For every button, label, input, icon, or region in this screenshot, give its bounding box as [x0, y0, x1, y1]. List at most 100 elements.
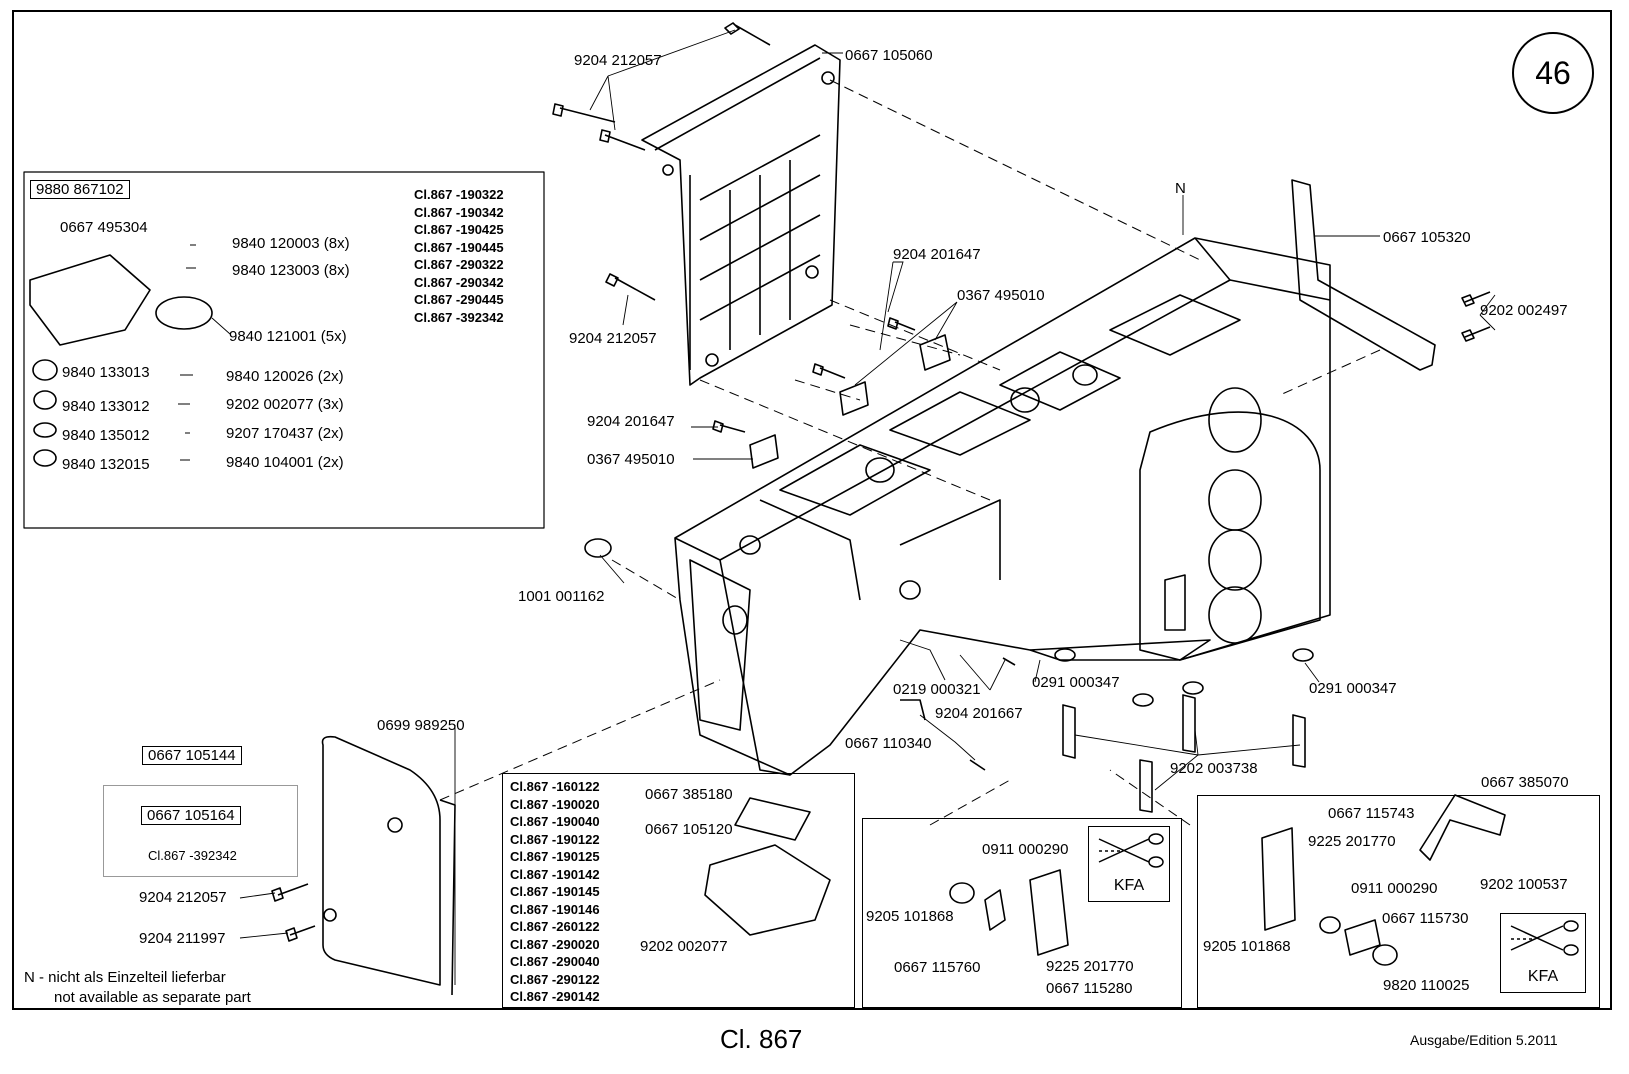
washer — [1054, 648, 1076, 662]
plug-133013 — [32, 359, 58, 381]
explosion-lines — [439, 79, 1381, 826]
bracket-kfa2 — [1261, 827, 1296, 931]
oil-pan-part: 0667 105120 — [645, 821, 733, 838]
callout-0667-110340: 0667 110340 — [845, 735, 932, 752]
kfa1-part: 9225 201770 — [1046, 958, 1134, 975]
kit-item: 9840 120026 (2x) — [226, 368, 344, 385]
callout-0667-105164: 0667 105164 — [141, 806, 241, 825]
bracket-kfa1 — [1029, 869, 1069, 956]
note-german: N - nicht als Einzelteil lieferbar — [24, 969, 226, 986]
kit-item: 9207 170437 (2x) — [226, 425, 344, 442]
oil-pan-class: Cl.867 -160122 — [510, 779, 600, 794]
kfa1-part: 0667 115760 — [894, 959, 981, 976]
kit-class-list: Cl.867 -190322 Cl.867 -190342 Cl.867 -19… — [414, 186, 504, 326]
callout-9204-212057-cover: 9204 212057 — [139, 889, 227, 906]
kfa-badge-2: KFA — [1500, 913, 1586, 993]
bushing-kfa1 — [984, 889, 1006, 931]
oil-pan-small — [29, 254, 151, 346]
kfa-badge-1: KFA — [1088, 826, 1170, 902]
kit-class: Cl.867 -290322 — [414, 257, 504, 272]
callout-n-marker: N — [1175, 180, 1186, 197]
footer-class-title: Cl. 867 — [720, 1024, 803, 1054]
kit-item: 9840 133013 — [62, 364, 150, 381]
bolt — [1139, 759, 1153, 813]
top-cover-plate — [641, 44, 841, 386]
washer — [1182, 681, 1204, 695]
callout-9202-003738: 9202 003738 — [1170, 760, 1258, 777]
kfa-label-2: KFA — [1527, 968, 1559, 985]
kit-class: Cl.867 -190342 — [414, 204, 504, 220]
kfa2-part: 0911 000290 — [1351, 880, 1438, 897]
kit-box-frame — [23, 171, 545, 529]
kit-item: 0667 495304 — [60, 219, 148, 236]
callout-0667-105060: 0667 105060 — [845, 47, 933, 64]
kfa-box-2 — [1197, 795, 1600, 1008]
kfa2-part: 0667 115743 — [1328, 805, 1415, 822]
bolt — [1182, 694, 1196, 753]
oil-pan-class: Cl.867 -190040 — [510, 814, 600, 829]
callout-0667-105320: 0667 105320 — [1383, 229, 1471, 246]
oil-pan-class: Cl.867 -290122 — [510, 971, 600, 987]
bushing-kfa2 — [1344, 919, 1381, 956]
callout-0219-000321: 0219 000321 — [893, 681, 981, 698]
kit-class: Cl.867 -392342 — [414, 309, 504, 325]
variant-class-label: Cl.867 -392342 — [148, 848, 237, 863]
kit-item: 9840 121001 (5x) — [229, 328, 347, 345]
screws — [271, 22, 1491, 942]
callout-9204-212057-mid: 9204 212057 — [569, 330, 657, 347]
oil-pan-class: Cl.867 -290040 — [510, 954, 600, 969]
bracket-plate — [1291, 179, 1436, 371]
kit-item: 9202 002077 (3x) — [226, 396, 344, 413]
lever-kfa2 — [1419, 794, 1506, 861]
oil-pan-class: Cl.867 -290020 — [510, 936, 600, 952]
kit-item: 9840 120003 (8x) — [232, 235, 350, 252]
kfa1-part: 0911 000290 — [982, 841, 1069, 858]
kit-box-title: 9880 867102 — [30, 180, 130, 199]
kfa2-part: 0667 115730 — [1382, 910, 1469, 927]
kit-item: 9840 132015 — [62, 456, 150, 473]
oil-pan-class: Cl.867 -190125 — [510, 849, 600, 864]
washer — [1292, 648, 1314, 662]
oil-pan-class: Cl.867 -260122 — [510, 919, 600, 934]
callout-0291-000347-a: 0291 000347 — [1032, 674, 1120, 691]
kit-class: Cl.867 -290445 — [414, 292, 504, 307]
kit-class: Cl.867 -190425 — [414, 222, 504, 237]
plug-132015 — [33, 449, 57, 467]
clamp — [839, 381, 869, 416]
scissors-icon — [1510, 920, 1579, 956]
callout-9204-201647-b: 9204 201647 — [587, 413, 675, 430]
oil-pan-part: 9202 002077 — [640, 938, 728, 955]
callout-0367-495010-a: 0367 495010 — [957, 287, 1045, 304]
oil-pan-class-list: Cl.867 -160122 Cl.867 -190020 Cl.867 -19… — [510, 778, 600, 1006]
page-number-badge: 46 — [1512, 32, 1594, 114]
kfa-box-1 — [862, 818, 1182, 1008]
callout-0367-495010-b: 0367 495010 — [587, 451, 675, 468]
kfa2-part: 9225 201770 — [1308, 833, 1396, 850]
kfa1-part: 9205 101868 — [866, 908, 954, 925]
leader-lines — [178, 29, 1496, 985]
kit-class: Cl.867 -190445 — [414, 239, 504, 255]
footer-edition: Ausgabe/Edition 5.2011 — [1410, 1032, 1558, 1048]
cable-tie — [155, 296, 213, 330]
variant-box — [103, 785, 298, 877]
callout-9204-211997: 9204 211997 — [139, 930, 226, 947]
clamp — [749, 434, 779, 469]
oil-pan-class: Cl.867 -190020 — [510, 796, 600, 812]
kfa1-part: 0667 115280 — [1046, 980, 1133, 997]
kit-class: Cl.867 -290342 — [414, 274, 504, 290]
kfa-label-1: KFA — [1113, 877, 1145, 894]
kfa2-part: 9205 101868 — [1203, 938, 1291, 955]
callout-0699-989250: 0699 989250 — [377, 717, 465, 734]
note-english: not available as separate part — [54, 989, 251, 1006]
kit-item: 9840 123003 (8x) — [232, 262, 350, 279]
callout-1001-001162: 1001 001162 — [518, 588, 605, 605]
cap-kfa2 — [1372, 944, 1398, 966]
callout-9202-002497: 9202 002497 — [1480, 302, 1568, 319]
oil-pan-part: 0667 385180 — [645, 786, 733, 803]
clamp — [919, 334, 951, 371]
oil-pan-class: Cl.867 -190122 — [510, 831, 600, 847]
washer-kfa1 — [949, 882, 975, 904]
washer — [1132, 693, 1154, 707]
side-cover — [321, 735, 456, 996]
